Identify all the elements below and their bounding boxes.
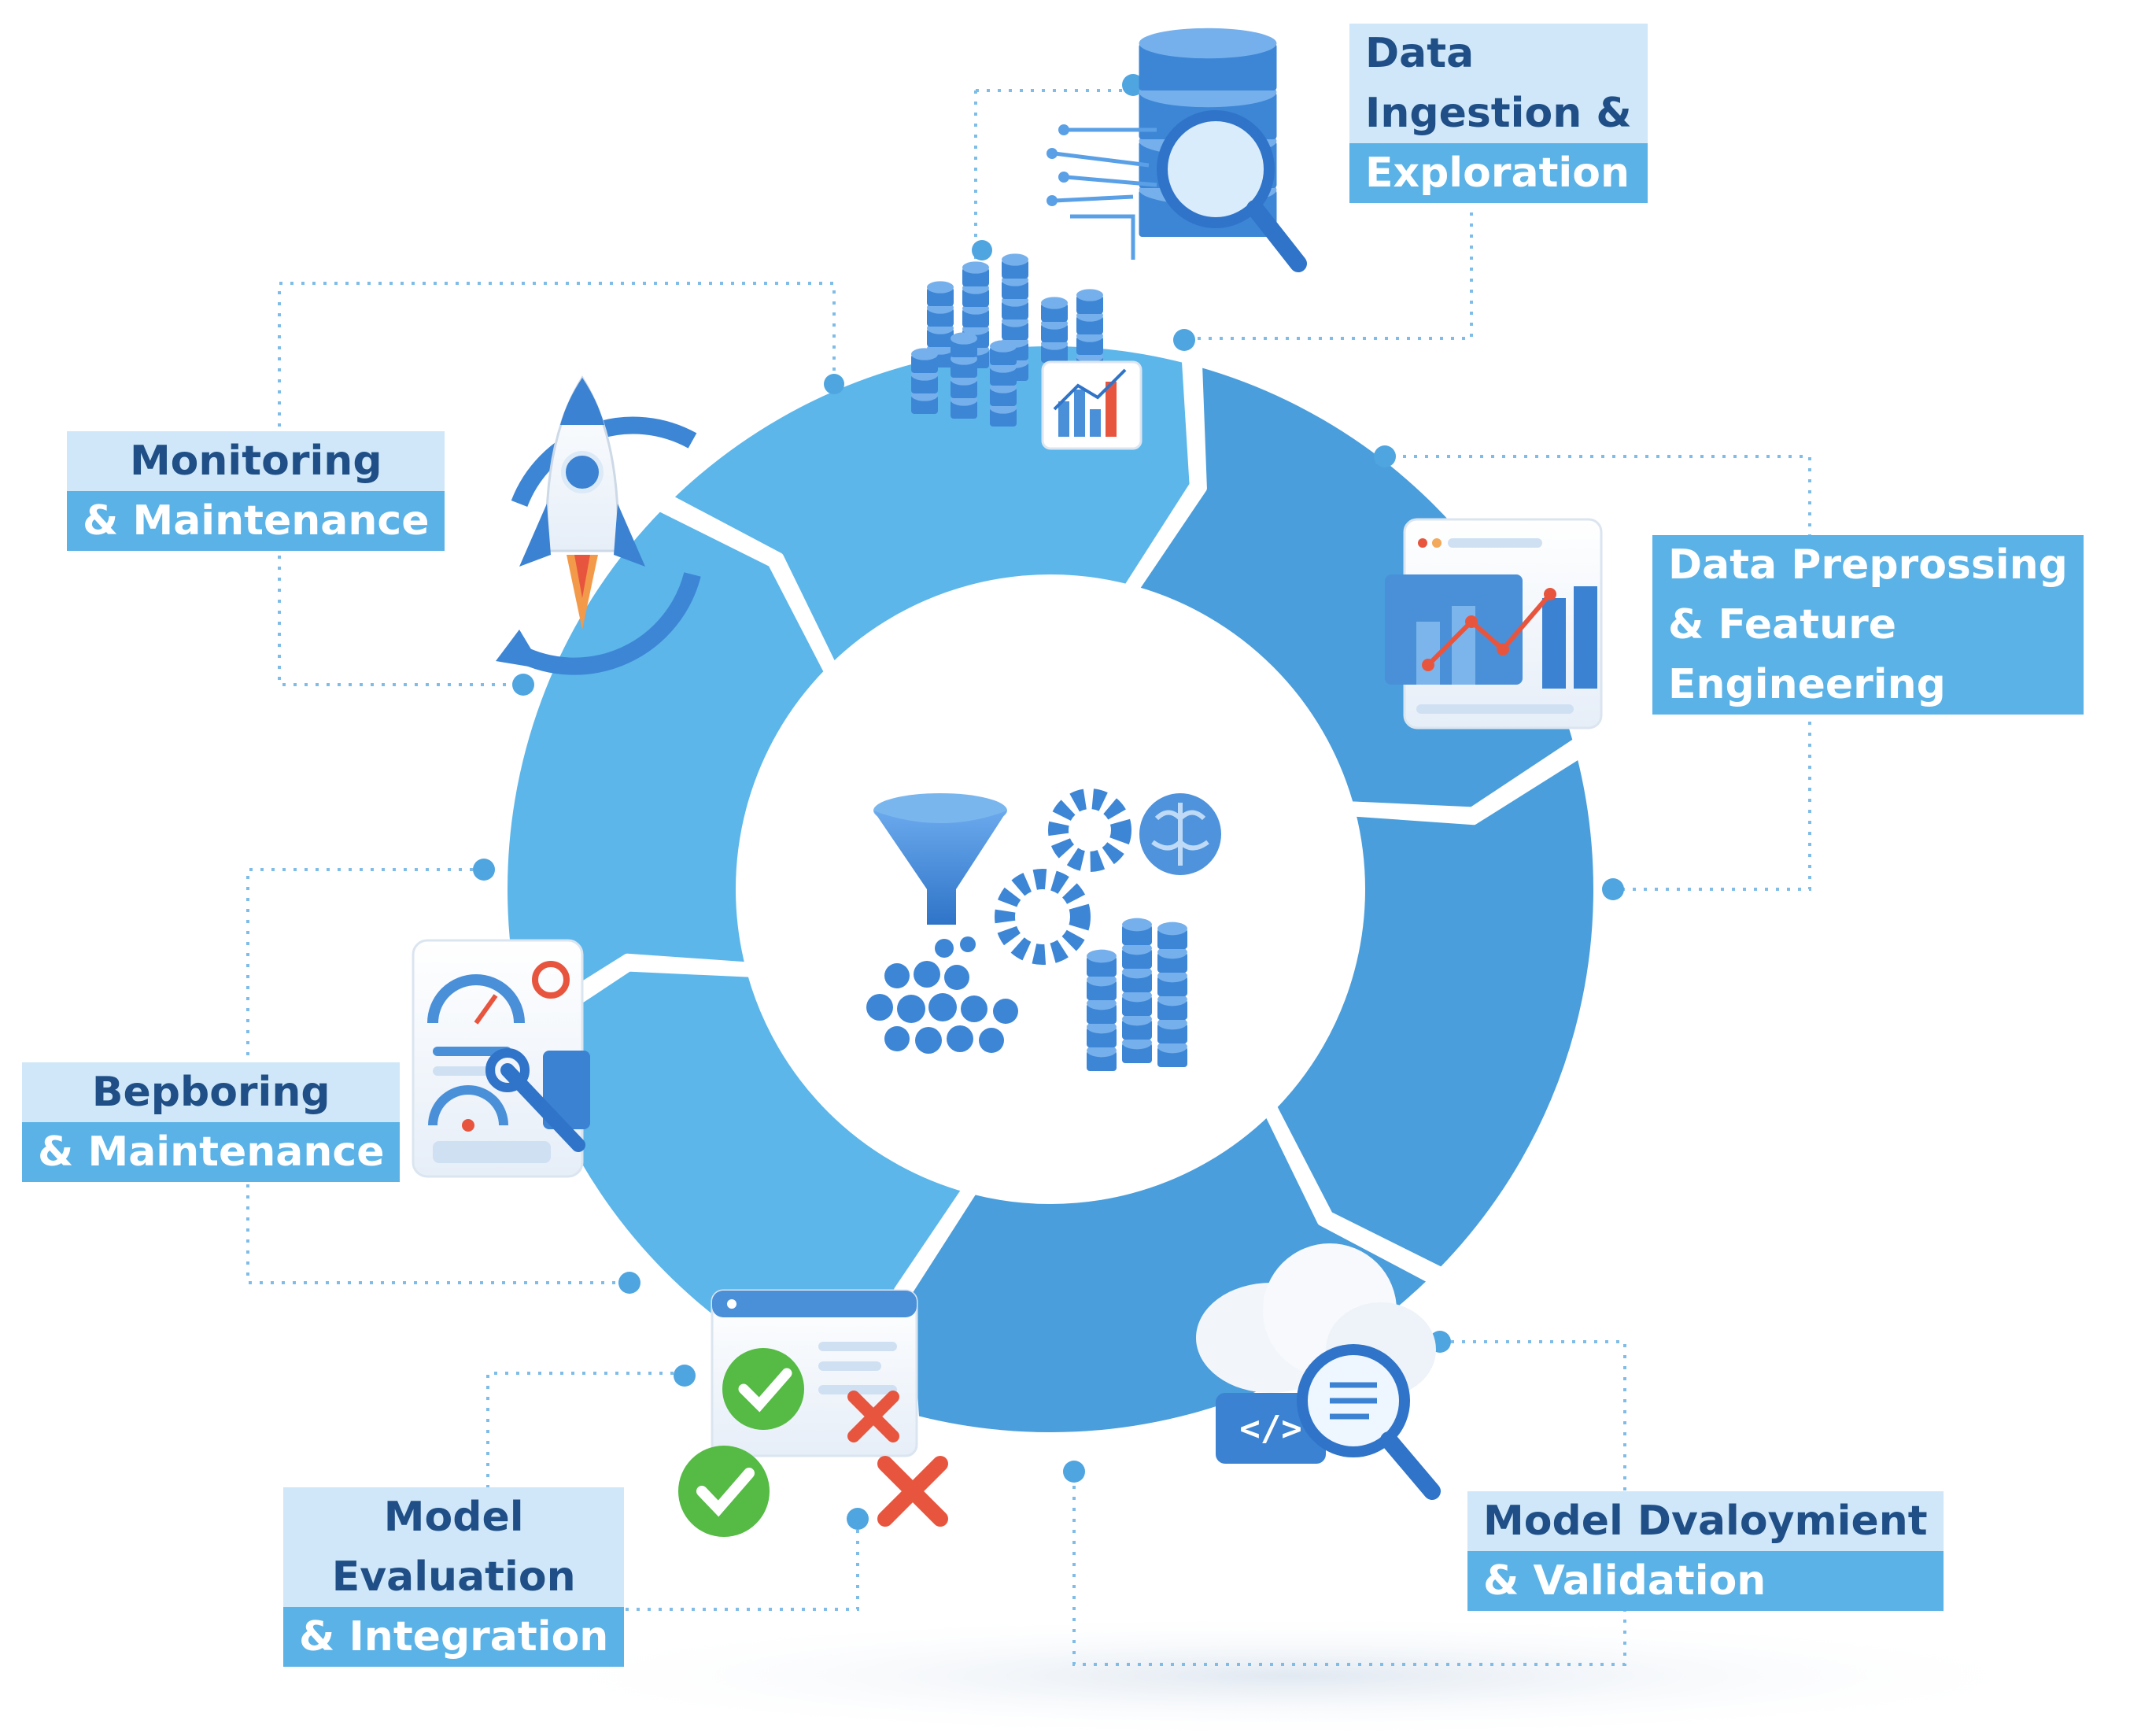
connector-dots [473, 74, 1624, 1530]
small-stack-5 [911, 348, 938, 414]
lifecycle-ring [500, 338, 1602, 1440]
stage-label-line: & Maintenance [67, 491, 445, 551]
stage-label-line: & Feature [1652, 595, 2084, 655]
brain-icon [1139, 793, 1221, 875]
data-points-icon [866, 936, 1018, 1054]
ring-segment-data-preprocessing [1268, 750, 1602, 1276]
connector-evaluation-left [486, 1372, 685, 1487]
ring-segment-bepboring [500, 503, 832, 1029]
center-icon-cluster [866, 789, 1221, 1071]
dashboard-chart-icon [1385, 518, 1603, 729]
stage-label-line: & Integration [283, 1607, 625, 1667]
connector-monitoring [278, 282, 836, 686]
svg-text:</>: </> [1239, 1409, 1301, 1449]
connector-deployment [1072, 1340, 1626, 1666]
checklist-icon [678, 1289, 948, 1537]
stage-label-data-ingestion: Data Ingestion & Exploration [1349, 24, 1648, 203]
stage-label-line: Exploration [1349, 143, 1648, 203]
stage-label-model-evaluation: Model Evaluation & Integration [283, 1487, 625, 1667]
stage-label-line: & Maintenance [22, 1122, 401, 1182]
small-stack-7 [990, 340, 1017, 427]
rocket-icon [496, 375, 701, 675]
stage-label-line: Data [1349, 24, 1648, 83]
stage-label-line: & Validation [1467, 1551, 1944, 1611]
center-stack-0 [1087, 949, 1117, 1071]
small-stack-6 [951, 332, 977, 419]
ring-center [744, 582, 1357, 1196]
stage-label-line: Monitoring [67, 431, 445, 491]
stage-label-line: Evaluation [283, 1547, 625, 1607]
connector-evaluation-right [606, 1519, 859, 1611]
stage-label-line: Bepboring [22, 1062, 401, 1122]
stage-label-bepboring: Bepboring & Maintenance [22, 1062, 401, 1182]
stage-label-model-deployment: Model Dvaloymient & Validation [1467, 1491, 1944, 1611]
connector-preprocessing [1381, 455, 1811, 891]
stage-label-data-preprocessing: Data Preprossing & Feature Engineering [1652, 535, 2084, 715]
stage-label-line: Model Dvaloymient [1467, 1491, 1944, 1551]
stage-label-line: Engineering [1652, 655, 2084, 715]
database-search-icon [911, 28, 1307, 450]
cloud-code-search-icon: </> [1196, 1243, 1441, 1500]
center-stack-1 [1122, 918, 1152, 1063]
stage-label-line: Model [283, 1487, 625, 1547]
floor-shadow [504, 1613, 2077, 1736]
small-stack-3 [1041, 297, 1068, 363]
data-stack-icon [1087, 918, 1187, 1071]
center-stack-2 [1157, 922, 1187, 1067]
stage-label-monitoring: Monitoring & Maintenance [67, 431, 445, 551]
stage-label-line: Ingestion & [1349, 83, 1648, 143]
gauge-dashboard-icon [412, 939, 590, 1178]
stage-label-line: Data Preprossing [1652, 535, 2084, 595]
gears-icon [995, 789, 1131, 965]
funnel-icon [873, 793, 1007, 925]
